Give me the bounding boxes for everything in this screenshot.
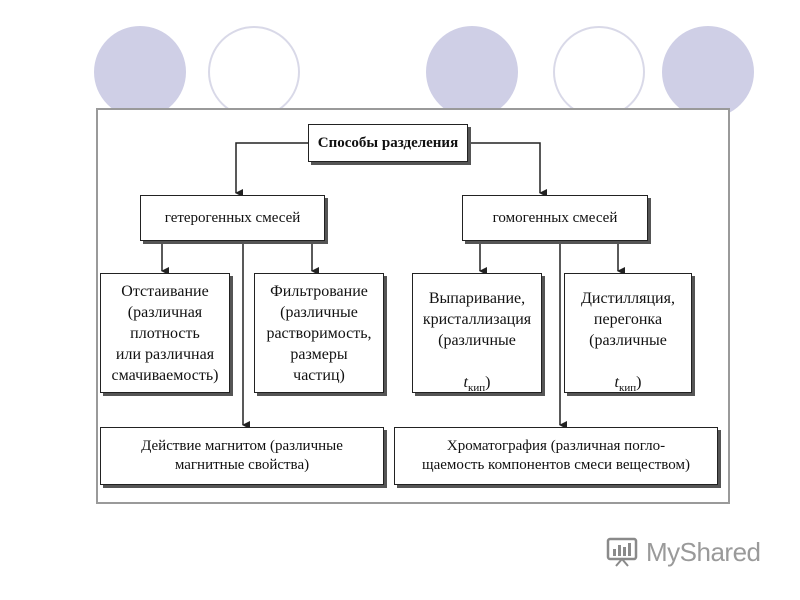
decorative-circle-4: [553, 26, 645, 118]
boiling-subscript: кип: [618, 382, 637, 395]
myshared-logo-icon: [606, 537, 638, 567]
branch-heterogeneous: гетерогенных смесей: [140, 195, 325, 241]
method-sedimentation: Отстаивание (различная плотность или раз…: [100, 273, 230, 393]
method-magnet: Действие магнитом (различные магнитные с…: [100, 427, 384, 485]
decorative-circle-2: [208, 26, 300, 118]
closing-paren: ): [636, 373, 642, 391]
root-node: Способы разделения: [308, 124, 468, 162]
closing-paren: ): [485, 373, 491, 391]
decorative-circle-5: [662, 26, 754, 118]
method-distillation-text: Дистилляция, перегонка (различные: [581, 289, 675, 349]
method-chromatography: Хроматография (различная погло- щаемость…: [394, 427, 718, 485]
temperature-symbol: t: [614, 373, 619, 391]
method-distillation: Дистилляция, перегонка (различные tкип): [564, 273, 692, 395]
method-filtration: Фильтрование (различные растворимость, р…: [254, 273, 384, 393]
branch-homogeneous: гомогенных смесей: [462, 195, 648, 241]
watermark-text: MyShared: [646, 536, 761, 567]
method-evaporation: Выпаривание, кристаллизация (различные t…: [412, 273, 542, 395]
decorative-circle-1: [94, 26, 186, 118]
boiling-subscript: кип: [468, 382, 486, 395]
temperature-symbol: t: [463, 373, 468, 391]
decorative-circle-3: [426, 26, 518, 118]
myshared-watermark: MyShared: [606, 536, 761, 568]
method-evaporation-text: Выпаривание, кристаллизация (различные: [422, 289, 532, 349]
